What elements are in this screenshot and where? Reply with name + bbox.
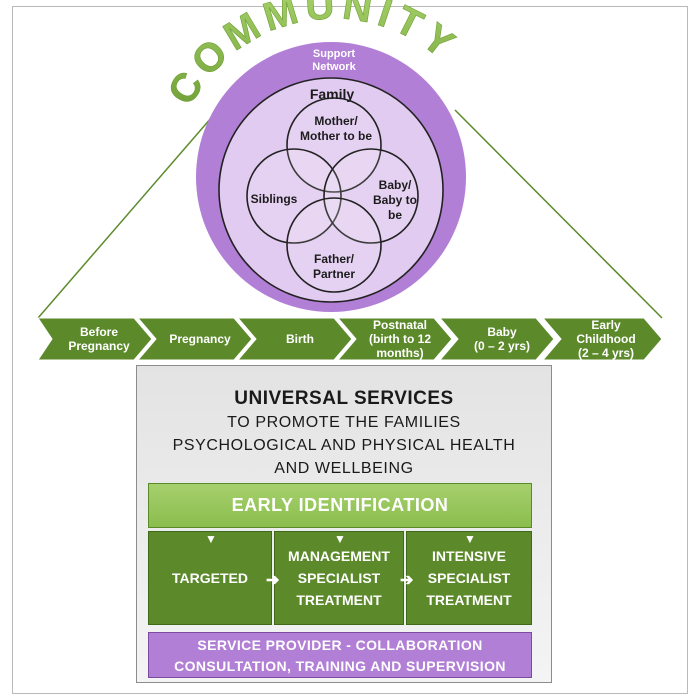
- services-line-1: TO PROMOTE THE FAMILIES: [227, 414, 461, 431]
- targeted-label: TARGETED: [172, 570, 248, 586]
- provider-line-2: CONSULTATION, TRAINING AND SUPERVISION: [174, 658, 506, 674]
- early-identification-bar: EARLY IDENTIFICATION: [148, 483, 532, 528]
- timeline-postnatal: Postnatal (birth to 12 months): [369, 318, 431, 360]
- venn-siblings-label: Siblings: [250, 192, 298, 206]
- right-arrow-icon: ➔: [266, 572, 280, 589]
- timeline-before-pregnancy: Before Pregnancy: [68, 325, 130, 353]
- chevron-2: [136, 317, 253, 361]
- service-provider-bar: SERVICE PROVIDER - COLLABORATION CONSULT…: [148, 632, 532, 678]
- support-network-label: Support Network: [312, 48, 356, 73]
- venn-father: [286, 197, 382, 293]
- timeline-birth: Birth: [286, 332, 314, 346]
- chevron-4: [336, 317, 453, 361]
- chevron-3: [236, 317, 353, 361]
- universal-services-title: UNIVERSAL SERVICES: [234, 388, 454, 409]
- timeline-baby: Baby (0 – 2 yrs): [473, 325, 531, 353]
- chevron-6: [541, 317, 663, 361]
- services-line-3: AND WELLBEING: [274, 460, 414, 477]
- chevron-5: [438, 317, 555, 361]
- venn-father-label: Father/ Partner: [312, 252, 356, 281]
- services-line-2: PSYCHOLOGICAL AND PHYSICAL HEALTH: [172, 437, 516, 454]
- timeline-pregnancy: Pregnancy: [169, 332, 231, 346]
- right-triangle-line: [454, 109, 663, 319]
- venn-mother: [286, 97, 382, 193]
- venn-baby: [323, 148, 419, 244]
- right-arrow-icon: ➔: [400, 572, 414, 589]
- family-circle: [218, 77, 444, 303]
- venn-circles: [246, 97, 419, 293]
- provider-line-1: SERVICE PROVIDER - COLLABORATION: [197, 637, 483, 653]
- down-arrow-icon: ▼: [464, 532, 476, 546]
- targeted-box: TARGETED: [148, 531, 272, 625]
- management-box: MANAGEMENT SPECIALIST TREATMENT: [274, 531, 404, 625]
- down-arrow-icon: ▼: [205, 532, 217, 546]
- family-label: Family: [309, 86, 355, 102]
- chevron-1: [37, 317, 153, 361]
- management-label: MANAGEMENT SPECIALIST TREATMENT: [288, 548, 390, 608]
- left-triangle-line: [37, 109, 219, 319]
- venn-siblings: [246, 148, 342, 244]
- intensive-box: INTENSIVE SPECIALIST TREATMENT: [406, 531, 532, 625]
- timeline-early-childhood: Early Childhood (2 – 4 yrs): [576, 318, 636, 360]
- down-arrow-icon: ▼: [334, 532, 346, 546]
- diagram-frame: [12, 6, 688, 694]
- intensive-label: INTENSIVE SPECIALIST TREATMENT: [426, 548, 512, 608]
- venn-baby-label: Baby/ Baby to be: [372, 178, 417, 222]
- venn-mother-label: Mother/ Mother to be: [300, 114, 372, 143]
- timeline-chevrons: [37, 317, 663, 361]
